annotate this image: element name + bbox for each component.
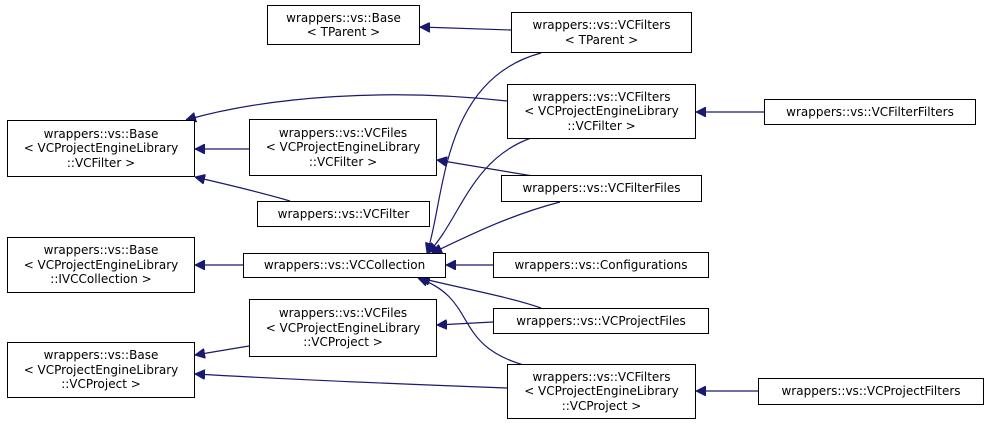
- node-base-vcfilter[interactable]: wrappers::vs::Base < VCProjectEngineLibr…: [7, 120, 195, 177]
- node-base-tparent-line-1: wrappers::vs::Base: [286, 10, 401, 25]
- edge-vcprojectfiles-to-vcfiles-vcproject: [437, 322, 494, 325]
- node-configurations[interactable]: wrappers::vs::Configurations: [493, 252, 709, 278]
- edge-vcfilterfiles-to-vccollection: [432, 201, 561, 253]
- node-vcfilters-vcproject-line-3: ::VCProject >: [561, 398, 642, 413]
- node-vcfiles-vcproject-line-2: < VCProjectEngineLibrary: [265, 320, 421, 335]
- node-base-ivccollection-line-3: ::IVCCollection >: [50, 272, 152, 287]
- edge-vcfilters-vcproject-to-base-vcproject: [195, 374, 508, 389]
- node-vccollection[interactable]: wrappers::vs::VCCollection: [243, 253, 446, 278]
- node-base-tparent[interactable]: wrappers::vs::Base < TParent >: [267, 5, 420, 45]
- node-vccollection-line-1: wrappers::vs::VCCollection: [263, 258, 426, 273]
- node-vcfilters-vcfilter-line-2: < VCProjectEngineLibrary: [524, 104, 679, 119]
- node-vcfiles-vcproject-line-3: ::VCProject >: [303, 335, 383, 350]
- node-base-vcfilter-line-3: ::VCFilter >: [66, 155, 136, 170]
- node-vcprojectfiles-line-1: wrappers::vs::VCProjectFiles: [516, 313, 686, 328]
- node-vcfilters-tparent-line-1: wrappers::vs::VCFilters: [532, 18, 671, 32]
- node-base-tparent-line-2: < TParent >: [306, 25, 381, 39]
- node-vcfilterfiles-line-1: wrappers::vs::VCFilterFiles: [522, 181, 681, 196]
- node-vcfilterfilters[interactable]: wrappers::vs::VCFilterFilters: [764, 99, 976, 125]
- node-vcfiles-vcfilter-line-1: wrappers::vs::VCFiles: [278, 125, 408, 140]
- edge-vcfilters-vcfilter-to-vccollection: [428, 137, 532, 253]
- node-base-ivccollection-line-2: < VCProjectEngineLibrary: [23, 257, 179, 272]
- node-base-vcfilter-line-1: wrappers::vs::Base: [43, 126, 159, 141]
- node-base-ivccollection[interactable]: wrappers::vs::Base < VCProjectEngineLibr…: [7, 237, 195, 293]
- node-vcfiles-vcfilter-line-3: ::VCFilter >: [308, 154, 378, 169]
- node-vcfilters-vcproject-line-2: < VCProjectEngineLibrary: [524, 384, 679, 399]
- node-vcfilters-vcproject-line-1: wrappers::vs::VCFilters: [532, 369, 671, 384]
- node-base-vcproject-line-3: ::VCProject >: [61, 377, 141, 392]
- node-vcprojectfiles[interactable]: wrappers::vs::VCProjectFiles: [493, 308, 709, 334]
- node-vcfilters-vcproject[interactable]: wrappers::vs::VCFilters < VCProjectEngin…: [507, 364, 696, 419]
- node-vcfilters-vcfilter-line-1: wrappers::vs::VCFilters: [532, 89, 671, 104]
- node-vcfilters-vcfilter-line-3: ::VCFilter >: [567, 118, 636, 133]
- node-base-ivccollection-line-1: wrappers::vs::Base: [43, 243, 159, 258]
- edge-vcfilters-vcfilter-to-base-vcfilter: [186, 94, 508, 120]
- node-vcfiles-vcfilter[interactable]: wrappers::vs::VCFiles < VCProjectEngineL…: [249, 119, 437, 176]
- node-base-vcproject[interactable]: wrappers::vs::Base < VCProjectEngineLibr…: [7, 342, 195, 398]
- node-vcprojectfilters-line-1: wrappers::vs::VCProjectFilters: [781, 384, 961, 399]
- edge-vcfilters-tparent-to-vccollection: [427, 52, 542, 253]
- edge-vcfilters-tparent-to-base-tparent: [420, 27, 512, 30]
- node-vcfiles-vcproject[interactable]: wrappers::vs::VCFiles < VCProjectEngineL…: [249, 299, 437, 357]
- node-base-vcproject-line-1: wrappers::vs::Base: [43, 348, 159, 363]
- node-base-vcproject-line-2: < VCProjectEngineLibrary: [23, 362, 179, 377]
- node-vcfilter-line-1: wrappers::vs::VCFilter: [277, 206, 410, 221]
- node-vcfilterfiles[interactable]: wrappers::vs::VCFilterFiles: [501, 175, 702, 202]
- edge-vcfilters-vcproject-to-vccollection: [418, 278, 528, 367]
- node-vcfilters-tparent-line-2: < TParent >: [564, 32, 639, 47]
- node-vcfilterfilters-line-1: wrappers::vs::VCFilterFilters: [786, 104, 954, 119]
- node-vcfilter[interactable]: wrappers::vs::VCFilter: [257, 201, 430, 227]
- node-vcfiles-vcfilter-line-2: < VCProjectEngineLibrary: [265, 140, 421, 155]
- node-vcfilters-vcfilter[interactable]: wrappers::vs::VCFilters < VCProjectEngin…: [507, 84, 696, 139]
- edge-vcprojectfiles-to-vccollection: [420, 278, 542, 309]
- node-base-vcfilter-line-2: < VCProjectEngineLibrary: [23, 141, 179, 156]
- node-vcfiles-vcproject-line-1: wrappers::vs::VCFiles: [278, 306, 408, 321]
- node-vcfilters-tparent[interactable]: wrappers::vs::VCFilters < TParent >: [511, 12, 692, 53]
- edge-vcfiles-vcproject-to-base-vcproject: [195, 345, 250, 355]
- edge-vcfilter-to-base-vcfilter: [195, 177, 291, 202]
- node-configurations-line-1: wrappers::vs::Configurations: [514, 257, 688, 272]
- node-vcprojectfilters[interactable]: wrappers::vs::VCProjectFilters: [758, 378, 984, 405]
